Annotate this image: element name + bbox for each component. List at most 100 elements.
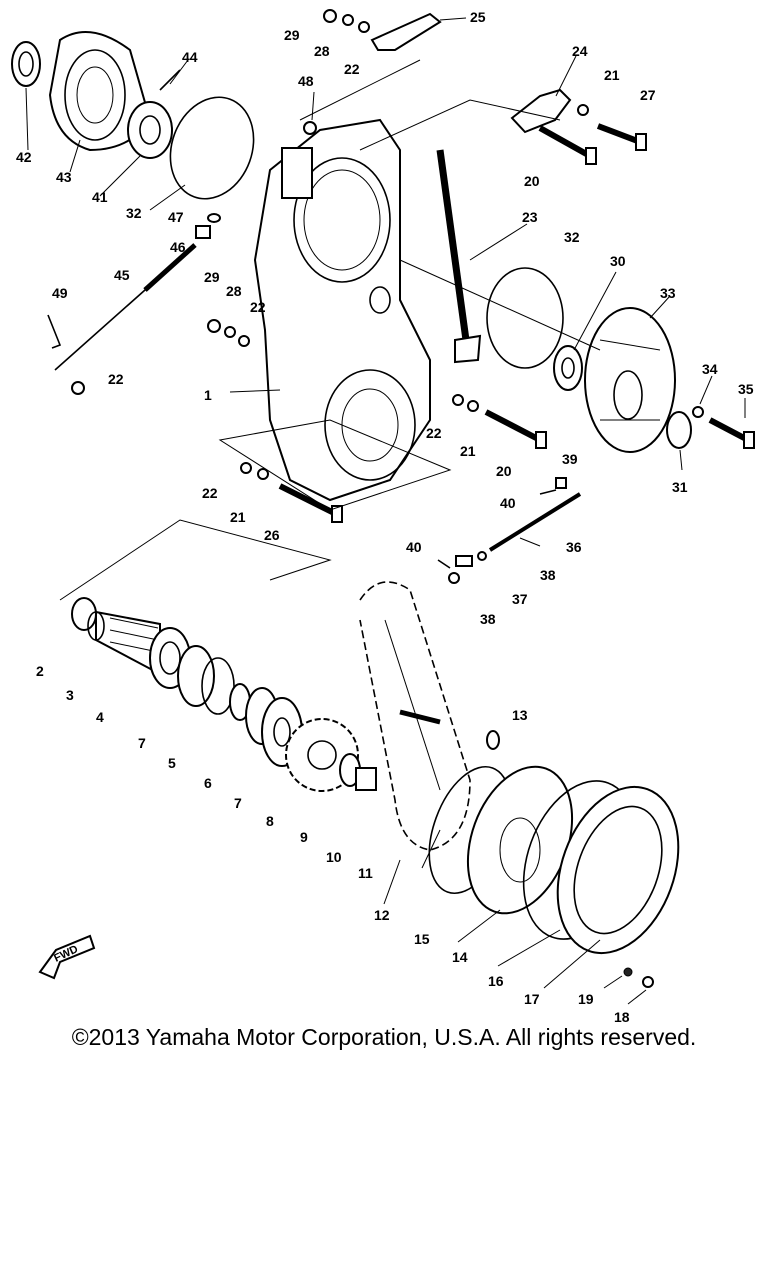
pin-44 — [159, 69, 181, 91]
label-39: 39 — [562, 451, 578, 467]
label-leaders — [25, 17, 746, 1005]
label-36: 36 — [566, 539, 582, 555]
washer-22-low — [240, 462, 252, 474]
screw-18 — [642, 976, 654, 988]
label-5: 5 — [168, 755, 176, 771]
oil-seal-42 — [11, 41, 41, 87]
bolt-36 — [488, 492, 582, 552]
washer-21-low — [257, 468, 269, 480]
washer-21-mid — [467, 400, 479, 412]
washer-21-top — [577, 104, 589, 116]
label-22e: 22 — [202, 485, 218, 501]
nut-38-low — [448, 572, 460, 584]
pin-40-low — [437, 559, 451, 569]
label-21c: 21 — [230, 509, 246, 525]
label-23: 23 — [522, 209, 538, 225]
label-46: 46 — [170, 239, 186, 255]
tube-23 — [436, 149, 482, 364]
pin-39 — [555, 477, 567, 489]
plate-24 — [510, 88, 572, 134]
label-2: 2 — [36, 663, 44, 679]
part-number-labels: 1 2 3 4 5 6 7 7 8 9 10 11 12 13 14 15 16… — [16, 9, 754, 1025]
bolt-27 — [596, 123, 647, 151]
bearing-housing-cover-43 — [48, 31, 152, 152]
label-1: 1 — [204, 387, 212, 403]
label-40b: 40 — [406, 539, 422, 555]
label-11: 11 — [358, 865, 373, 881]
exploded-parts-diagram: FWD 1 2 3 4 5 6 7 7 8 9 — [11, 9, 755, 1025]
washer-34 — [692, 406, 704, 418]
bearing-30 — [553, 345, 583, 391]
bracket-25 — [370, 12, 442, 51]
label-30: 30 — [610, 253, 626, 269]
bearing-41 — [127, 101, 173, 159]
label-32b: 32 — [564, 229, 580, 245]
label-34: 34 — [702, 361, 718, 377]
chain-case-1 — [253, 118, 431, 502]
nut-11 — [355, 767, 377, 791]
label-38a: 38 — [540, 567, 556, 583]
label-21a: 21 — [604, 67, 620, 83]
label-28b: 28 — [226, 283, 242, 299]
label-20a: 20 — [524, 173, 540, 189]
label-20b: 20 — [496, 463, 512, 479]
label-27: 27 — [640, 87, 656, 103]
bolt-26 — [278, 483, 343, 523]
label-12: 12 — [374, 907, 390, 923]
label-14: 14 — [452, 949, 468, 965]
drive-chain-12 — [359, 581, 471, 851]
tensioner-37 — [455, 555, 473, 567]
seal-7-left — [177, 645, 215, 707]
bolt-13 — [399, 709, 500, 750]
label-6: 6 — [204, 775, 212, 791]
leader-lines — [59, 59, 601, 601]
o-ring-32-upper — [169, 96, 255, 200]
label-28a: 28 — [314, 43, 330, 59]
label-29b: 29 — [204, 269, 220, 285]
bolt-35 — [708, 417, 755, 449]
label-35: 35 — [738, 381, 754, 397]
seal-31 — [666, 411, 692, 449]
label-10: 10 — [326, 849, 342, 865]
label-9: 9 — [300, 829, 308, 845]
label-16: 16 — [488, 973, 504, 989]
label-13: 13 — [512, 707, 528, 723]
shaft-3 — [87, 610, 161, 676]
nut-washers-29-28-22-top — [323, 9, 370, 33]
label-25: 25 — [470, 9, 486, 25]
label-33: 33 — [660, 285, 676, 301]
label-22b: 22 — [250, 299, 266, 315]
bolt-20-top — [538, 125, 597, 165]
label-17: 17 — [524, 991, 540, 1007]
copyright-notice: ©2013 Yamaha Motor Corporation, U.S.A. A… — [71, 1024, 697, 1050]
label-21b: 21 — [460, 443, 476, 459]
label-8: 8 — [266, 813, 274, 829]
fwd-arrow-icon: FWD — [38, 934, 96, 980]
label-4: 4 — [96, 709, 104, 725]
label-15: 15 — [414, 931, 430, 947]
label-48: 48 — [298, 73, 314, 89]
label-40a: 40 — [500, 495, 516, 511]
label-44: 44 — [182, 49, 198, 65]
label-22d: 22 — [426, 425, 442, 441]
washer-19 — [623, 967, 633, 977]
label-42: 42 — [16, 149, 32, 165]
label-22c: 22 — [108, 371, 124, 387]
end-cover-33 — [584, 307, 676, 453]
bolt-20-mid — [484, 409, 547, 449]
plug-46-47 — [195, 213, 221, 239]
plate-17 — [556, 785, 680, 955]
label-47: 47 — [168, 209, 184, 225]
label-43: 43 — [56, 169, 72, 185]
washer-22-mid — [452, 394, 464, 406]
label-19: 19 — [578, 991, 594, 1007]
pin-40-up — [539, 489, 557, 495]
label-29a: 29 — [284, 27, 300, 43]
cotter-pin-49 — [47, 314, 62, 349]
adjuster-rod-45 — [54, 243, 197, 371]
fwd-label: FWD — [52, 943, 80, 964]
nut-38 — [477, 551, 487, 561]
label-32a: 32 — [126, 205, 142, 221]
label-38b: 38 — [480, 611, 496, 627]
label-18: 18 — [614, 1009, 630, 1025]
